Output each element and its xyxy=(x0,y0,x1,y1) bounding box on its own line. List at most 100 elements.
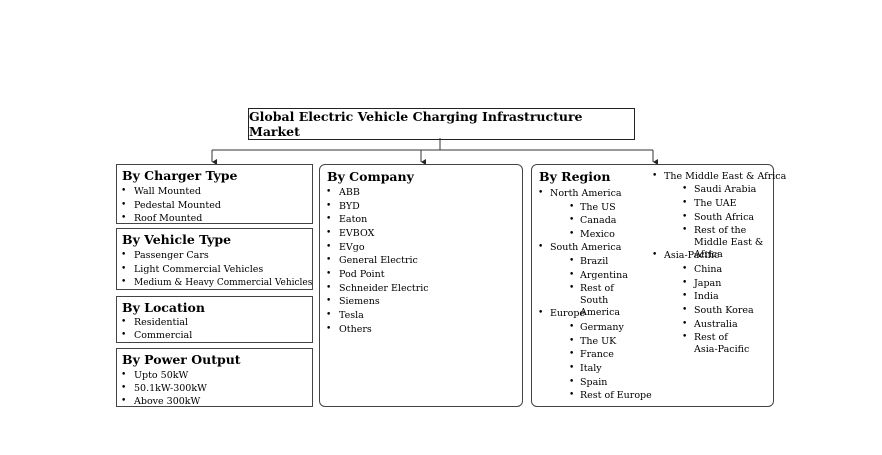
bullet-icon: • xyxy=(326,201,332,211)
bullet-icon: • xyxy=(569,377,575,387)
charger-type-item: Pedestal Mounted xyxy=(134,200,221,211)
country-item: The US xyxy=(580,202,616,213)
vehicle-type-item: Light Commercial Vehicles xyxy=(134,264,264,275)
bullet-icon: • xyxy=(682,319,688,329)
region-group-europe: Europe xyxy=(550,308,586,319)
region-group-mea: The Middle East & Africa xyxy=(664,171,787,182)
bullet-icon: • xyxy=(538,308,544,318)
company-item: Pod Point xyxy=(339,269,385,280)
company-item: Others xyxy=(339,324,372,335)
bullet-icon: • xyxy=(538,188,544,198)
region-group-north-america: North America xyxy=(550,188,622,199)
bullet-icon: • xyxy=(569,363,575,373)
bullet-icon: • xyxy=(326,228,332,238)
bullet-icon: • xyxy=(326,269,332,279)
company-item: EVgo xyxy=(339,242,365,253)
bullet-icon: • xyxy=(569,349,575,359)
bullet-icon: • xyxy=(569,202,575,212)
country-item: Germany xyxy=(580,322,624,333)
charger-type-box: By Charger Type • Wall Mounted • Pedesta… xyxy=(116,164,313,224)
bullet-icon: • xyxy=(569,322,575,332)
country-item: The UK xyxy=(580,336,617,347)
charger-type-item: Wall Mounted xyxy=(134,186,201,197)
location-box: By Location • Residential • Commercial xyxy=(116,296,313,343)
country-item: South Africa xyxy=(694,212,755,223)
country-item: South Korea xyxy=(694,305,754,316)
bullet-icon: • xyxy=(121,200,127,210)
country-item: Saudi Arabia xyxy=(694,184,757,195)
bullet-icon: • xyxy=(652,171,658,181)
country-item: China xyxy=(694,264,723,275)
diagram-title: Global Electric Vehicle Charging Infrast… xyxy=(248,108,635,140)
location-item: Commercial xyxy=(134,330,193,341)
bullet-icon: • xyxy=(682,184,688,194)
bullet-icon: • xyxy=(121,264,127,274)
country-item: Spain xyxy=(580,377,608,388)
company-item: Siemens xyxy=(339,296,380,307)
region-box: By Region • North America • The US • Can… xyxy=(531,164,786,407)
charger-type-header: By Charger Type xyxy=(122,168,238,183)
country-item: Rest of South America xyxy=(580,283,621,318)
bullet-icon: • xyxy=(682,264,688,274)
charger-type-item: Roof Mounted xyxy=(134,213,203,224)
power-output-header: By Power Output xyxy=(122,352,241,367)
region-group-south-america: South America xyxy=(550,242,622,253)
bullet-icon: • xyxy=(652,250,658,260)
bullet-icon: • xyxy=(326,187,332,197)
company-box: By Company • ABB • BYD • Eaton • EVBOX •… xyxy=(319,164,523,407)
bullet-icon: • xyxy=(682,212,688,222)
power-output-item: Above 300kW xyxy=(134,396,201,407)
bullet-icon: • xyxy=(326,214,332,224)
bullet-icon: • xyxy=(121,250,127,260)
bullet-icon: • xyxy=(326,296,332,306)
country-item: France xyxy=(580,349,614,360)
bullet-icon: • xyxy=(326,255,332,265)
bullet-icon: • xyxy=(569,256,575,266)
bullet-icon: • xyxy=(326,310,332,320)
power-output-item: 50.1kW-300kW xyxy=(134,383,207,394)
company-header: By Company xyxy=(327,169,414,184)
bullet-icon: • xyxy=(569,283,575,293)
vehicle-type-item: Medium & Heavy Commercial Vehicles xyxy=(134,278,313,288)
country-item: Argentina xyxy=(580,270,628,281)
bullet-icon: • xyxy=(121,330,127,340)
country-item: India xyxy=(694,291,719,302)
country-item: Brazil xyxy=(580,256,609,267)
bullet-icon: • xyxy=(326,324,332,334)
bullet-icon: • xyxy=(121,396,127,406)
power-output-item: Upto 50kW xyxy=(134,370,189,381)
country-item: Australia xyxy=(694,319,738,330)
vehicle-type-box: By Vehicle Type • Passenger Cars • Light… xyxy=(116,228,313,290)
bullet-icon: • xyxy=(682,305,688,315)
bullet-icon: • xyxy=(121,370,127,380)
vehicle-type-item: Passenger Cars xyxy=(134,250,209,261)
power-output-box: By Power Output • Upto 50kW • 50.1kW-300… xyxy=(116,348,313,407)
bullet-icon: • xyxy=(569,270,575,280)
bullet-icon: • xyxy=(121,317,127,327)
bullet-icon: • xyxy=(121,213,127,223)
company-item: General Electric xyxy=(339,255,418,266)
bullet-icon: • xyxy=(569,390,575,400)
location-item: Residential xyxy=(134,317,189,328)
country-item: Canada xyxy=(580,215,617,226)
region-header: By Region xyxy=(539,169,611,184)
bullet-icon: • xyxy=(682,278,688,288)
company-item: BYD xyxy=(339,201,360,212)
company-item: EVBOX xyxy=(339,228,375,239)
bullet-icon: • xyxy=(121,277,127,287)
country-item: The UAE xyxy=(694,198,737,209)
vehicle-type-header: By Vehicle Type xyxy=(122,232,232,247)
bullet-icon: • xyxy=(682,198,688,208)
region-group-apac: Asia-Pacific xyxy=(664,250,720,261)
country-item: Rest of Asia-Pacific xyxy=(694,332,750,355)
bullet-icon: • xyxy=(326,242,332,252)
location-header: By Location xyxy=(122,300,205,315)
company-item: Schneider Electric xyxy=(339,283,429,294)
bullet-icon: • xyxy=(682,332,688,342)
country-item: Rest of the Middle East & Africa xyxy=(694,225,764,260)
bullet-icon: • xyxy=(682,225,688,235)
company-item: Eaton xyxy=(339,214,368,225)
country-item: Mexico xyxy=(580,229,615,240)
bullet-icon: • xyxy=(326,283,332,293)
